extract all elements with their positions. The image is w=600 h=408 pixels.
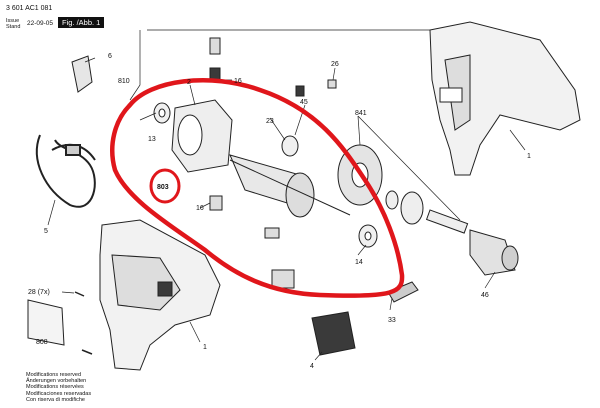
housing-half-right <box>429 21 581 176</box>
highlight-803 <box>149 168 181 204</box>
callout-26: 26 <box>331 61 339 68</box>
callout-28: 28 (7x) <box>28 289 50 296</box>
figure-label: Fig. /Abb. 1 <box>58 17 105 28</box>
callout-14: 14 <box>355 259 363 266</box>
callout-16-mid: 16 <box>196 205 204 212</box>
footer-line: Änderungen vorbehalten <box>26 378 87 385</box>
switch <box>311 311 356 356</box>
callout-46: 46 <box>481 292 489 299</box>
callout-4: 4 <box>310 363 314 370</box>
brush-holder <box>209 37 337 289</box>
manual-sheet <box>27 299 65 346</box>
footer-line: Modifications reserved <box>26 372 82 378</box>
armature <box>229 154 351 218</box>
issue-date: 22-09-05 <box>27 20 54 27</box>
spindle-assembly <box>385 190 469 234</box>
bearing-14 <box>358 224 378 248</box>
footer-notes: Modifications reserved Änderungen vorbeh… <box>26 372 91 403</box>
power-cable <box>35 134 96 208</box>
callout-16-top: 16 <box>234 78 242 85</box>
callout-5: 5 <box>44 228 48 235</box>
highlight-loop <box>110 78 405 298</box>
callout-1-right: 1 <box>527 153 531 160</box>
part-code: 3 601 AC1 081 <box>6 5 53 12</box>
bearing-13 <box>153 102 171 124</box>
callout-45: 45 <box>300 99 308 106</box>
footer-line: Modificaciones reservadas <box>26 390 92 397</box>
screw <box>74 291 93 355</box>
cable-sleeve <box>71 55 93 93</box>
callout-841: 841 <box>355 110 367 117</box>
callout-6: 6 <box>108 53 112 60</box>
callout-1-bottom: 1 <box>203 344 207 351</box>
bearing-23 <box>281 135 299 157</box>
callout-33: 33 <box>388 317 396 324</box>
callout-803: 803 <box>157 184 169 191</box>
callout-13: 13 <box>148 136 156 143</box>
callout-2: 2 <box>187 79 191 86</box>
footer-line: Con riserva di modifiche <box>26 396 85 403</box>
stator <box>171 99 233 173</box>
callout-808: 808 <box>36 339 48 346</box>
drill-chuck <box>469 229 519 276</box>
housing-half-left <box>99 219 221 371</box>
footer-line: Modifications réservées <box>26 384 84 391</box>
callout-23: 23 <box>266 118 274 125</box>
callout-810: 810 <box>118 78 130 85</box>
